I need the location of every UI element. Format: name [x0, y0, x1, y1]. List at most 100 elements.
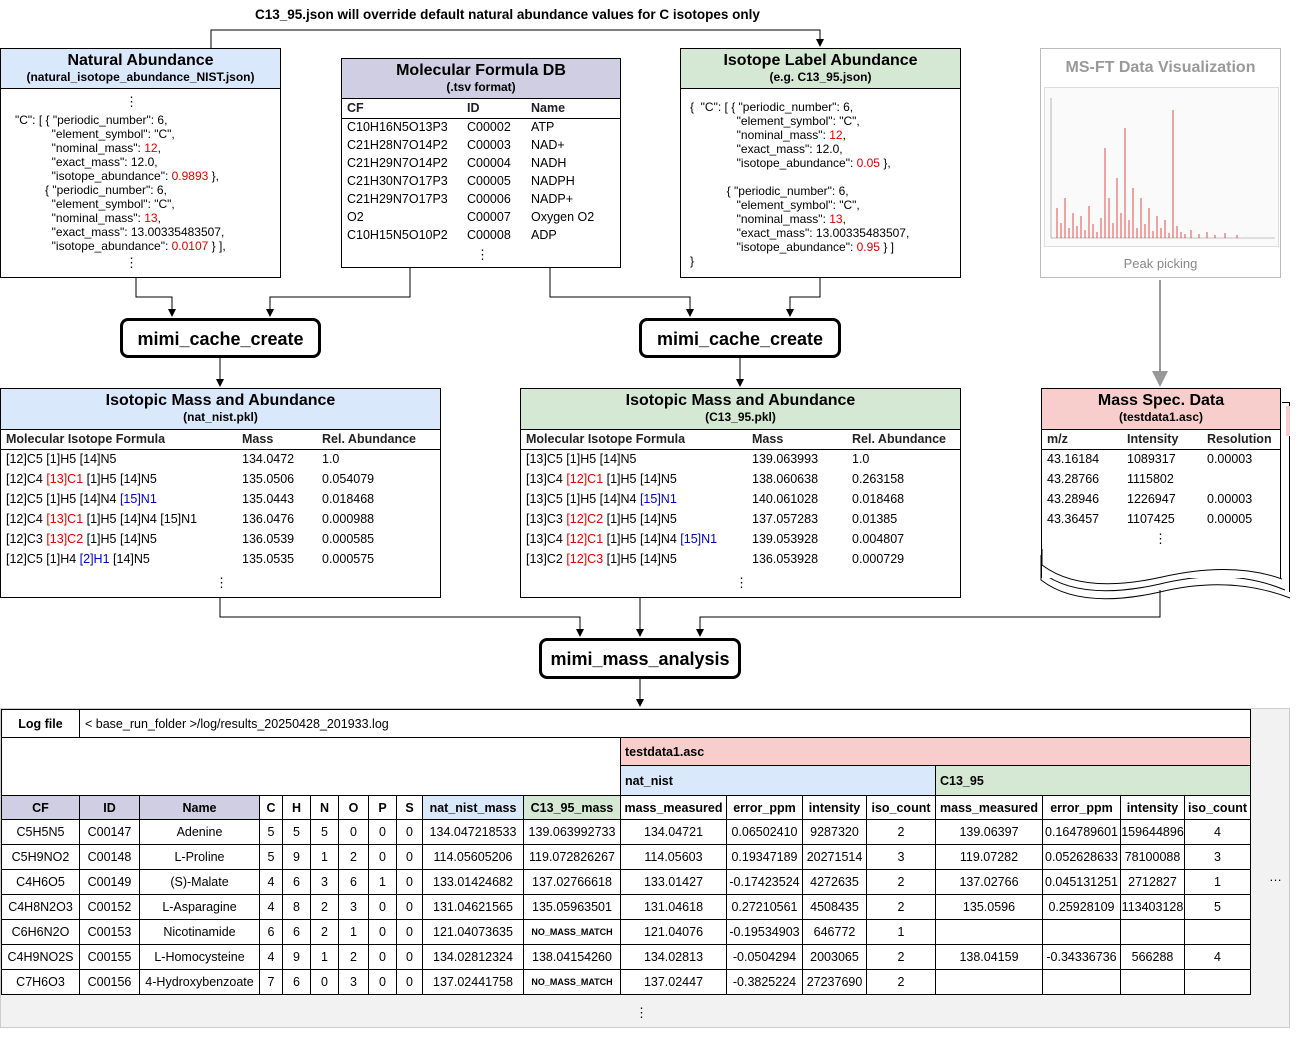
table-cell: [1120, 919, 1185, 945]
table-cell: 0: [396, 844, 423, 870]
table-cell: 0.052628633: [1042, 844, 1121, 870]
isotope-formula-cell: [12]C4 [13]C1 [1]H5 [14]N4 [15]N1: [1, 509, 237, 529]
col-header: CF: [1, 795, 80, 820]
col-header: nat_nist_mass: [422, 795, 524, 820]
ellipsis-icon: ⋮: [735, 575, 748, 590]
table-cell: 646772: [802, 919, 867, 945]
table-cell: L-Asparagine: [139, 894, 260, 920]
table-cell: C00153: [79, 919, 140, 945]
text-segment: [13]C4: [526, 472, 567, 486]
table-cell: 1107425: [1127, 512, 1175, 526]
ellipsis-icon: ⋮: [125, 94, 138, 109]
table-cell: 0.164789601: [1042, 819, 1121, 845]
text-segment: [12]C5 [1]H4: [6, 552, 80, 566]
table-cell: 2: [866, 969, 936, 995]
table-cell: 0.06502410: [726, 819, 803, 845]
mass-spec-title: Mass Spec. Data: [1097, 392, 1225, 409]
table-cell: 2: [310, 919, 339, 945]
ellipsis-icon: ⋮: [1154, 531, 1167, 546]
isotope-link-text: [15]N1: [119, 492, 157, 506]
label-abundance-json: { "C": [ { "periodic_number": 6, "elemen…: [690, 100, 909, 268]
table-cell: 43.16184: [1047, 452, 1100, 467]
natural-abundance-header: Natural Abundance (natural_isotope_abund…: [1, 49, 280, 89]
abundance-cell: 1.0: [852, 452, 870, 467]
table-cell: -0.3825224: [726, 969, 803, 995]
table-cell: 0.00005: [1207, 512, 1253, 526]
json-line: "exact_mass": 13.00335483507,: [15, 225, 226, 239]
abundance-cell: 0.018468: [322, 492, 375, 506]
table-cell: C4H6O5: [1, 869, 80, 895]
table-cell: C7H6O3: [1, 969, 80, 995]
table-cell: C21H30N7O17P3: [347, 174, 448, 188]
highlight-text: 0.0107: [171, 239, 209, 253]
json-line: "element_symbol": "C",: [15, 127, 226, 141]
table-cell: 1: [310, 944, 339, 970]
abundance-cell: 0.054079: [322, 472, 375, 486]
c13-pkl-header: Isotopic Mass and Abundance (C13_95.pkl): [521, 389, 960, 430]
table-cell: 4: [259, 869, 283, 895]
table-cell: 1: [866, 919, 936, 945]
highlight-text: 12: [144, 141, 158, 155]
mimi-cache-create-button-2[interactable]: mimi_cache_create: [639, 318, 841, 358]
mimi-cache-create-button-1[interactable]: mimi_cache_create: [120, 318, 321, 358]
mass-cell: 135.0443: [242, 492, 295, 506]
table-cell: 0.27210561: [726, 894, 803, 920]
table-cell: 2: [866, 819, 936, 845]
abundance-cell: 0.000988: [322, 512, 375, 526]
table-cell: 137.02441758: [422, 969, 524, 995]
log-file-path[interactable]: < base_run_folder >/log/results_20250428…: [79, 709, 1251, 738]
formula-db-header: Molecular Formula DB (.tsv format): [342, 59, 620, 99]
mimi-mass-analysis-button[interactable]: mimi_mass_analysis: [539, 638, 741, 679]
json-line: "nominal_mass": 13,: [15, 211, 226, 225]
table-cell: 3: [338, 969, 369, 995]
mass-cell: 134.0472: [242, 452, 295, 467]
formula-db-box: Molecular Formula DB (.tsv format) CF ID…: [341, 58, 621, 268]
table-cell: [1184, 969, 1251, 995]
table-cell: 1: [338, 919, 369, 945]
text-segment: [12]C5 [1]H5 [14]N5: [6, 452, 117, 467]
highlight-text: [12]C2: [566, 512, 604, 526]
table-cell: (S)-Malate: [139, 869, 260, 895]
col-header: O: [338, 795, 369, 820]
table-cell: 8: [282, 894, 311, 920]
table-cell: 5: [310, 819, 339, 845]
msft-visualization-box: MS-FT Data Visualization Peak picking: [1040, 48, 1281, 278]
isotope-formula-cell: [13]C5 [1]H5 [14]N5: [521, 449, 747, 469]
natural-abundance-subtitle: (natural_isotope_abundance_NIST.json): [26, 70, 255, 84]
json-line: "element_symbol": "C",: [690, 114, 909, 128]
ellipsis-icon: ⋮: [215, 575, 228, 590]
table-cell: 0: [338, 819, 369, 845]
text-segment: "element_symbol": "C",: [690, 114, 860, 128]
table-cell: C4H9NO2S: [1, 944, 80, 970]
table-cell: 27237690: [802, 969, 867, 995]
text-segment: },: [879, 156, 891, 170]
log-file-label: Log file: [1, 709, 80, 738]
col-header: intensity: [1120, 795, 1185, 820]
text-segment: [1]H5 [14]N5: [603, 512, 677, 526]
top-note: C13_95.json will override default natura…: [255, 7, 760, 22]
col-header: Rel. Abundance: [847, 430, 960, 450]
table-cell: [1042, 969, 1121, 995]
mass-cell: 139.063993: [752, 452, 819, 467]
col-header: ID: [79, 795, 140, 820]
table-cell: 131.04618: [620, 894, 727, 920]
text-segment: [1]H5 [14]N5: [83, 472, 157, 486]
mass-cell: 135.0506: [242, 472, 295, 486]
text-segment: [1]H5 [14]N5: [83, 532, 157, 546]
col-header: iso_count: [866, 795, 936, 820]
isotope-formula-cell: [13]C5 [1]H5 [14]N4 [15]N1: [521, 489, 747, 509]
text-segment: [13]C3: [526, 512, 567, 526]
text-segment: "exact_mass": 13.00335483507,: [690, 226, 910, 240]
text-segment: }: [690, 254, 695, 268]
text-segment: [13]C4: [526, 532, 567, 546]
table-cell: 1089317: [1127, 452, 1176, 467]
isotope-formula-cell: [12]C5 [1]H5 [14]N5: [1, 449, 237, 469]
